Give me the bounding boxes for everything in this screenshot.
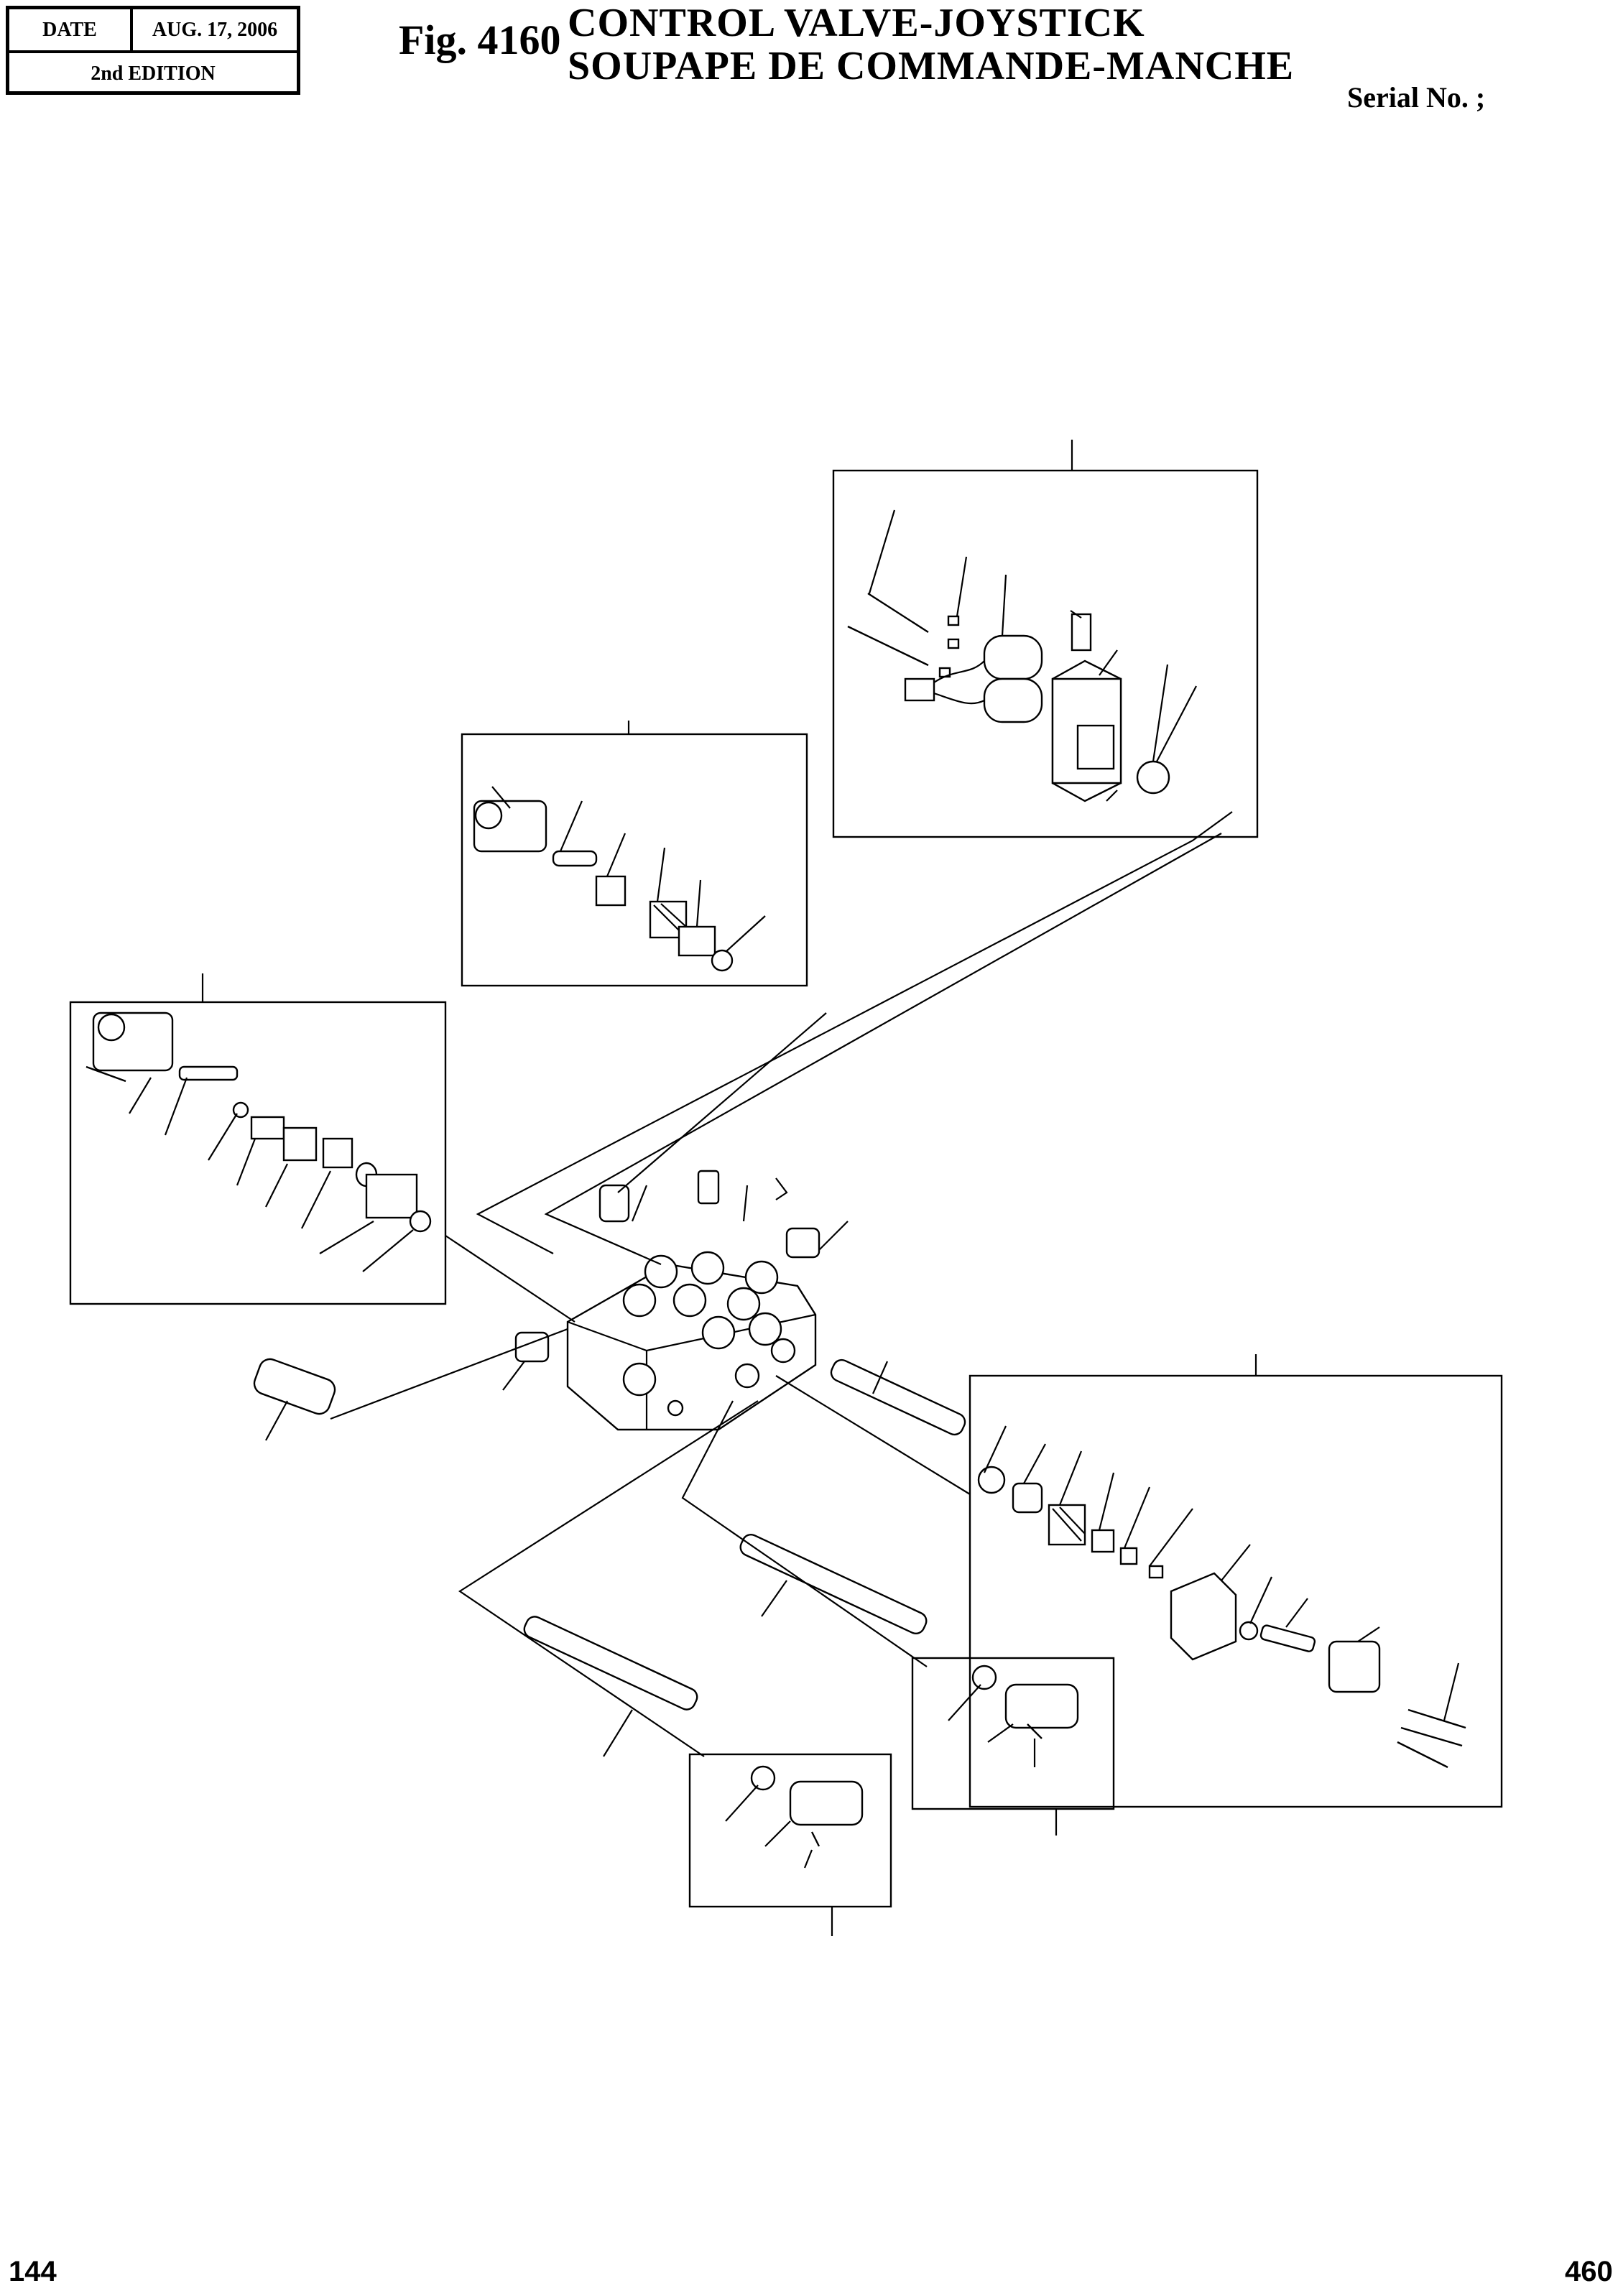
date-label: DATE bbox=[9, 9, 133, 50]
connection-lines bbox=[330, 811, 1233, 1757]
edition-label: 2nd EDITION bbox=[91, 62, 216, 85]
inset-end-cap-lower bbox=[688, 1753, 892, 1936]
inset-relief-valve bbox=[461, 721, 808, 987]
title-french: SOUPAPE DE COMMANDE-MANCHE bbox=[568, 44, 1295, 88]
date-row: DATE AUG. 17, 2006 bbox=[9, 9, 297, 53]
page-number-right: 460 bbox=[1565, 2256, 1613, 2287]
spool-middle bbox=[739, 1533, 928, 1635]
inset-solenoid-group bbox=[832, 440, 1259, 838]
valve-body bbox=[502, 1170, 849, 1431]
date-edition-box: DATE AUG. 17, 2006 2nd EDITION bbox=[6, 6, 300, 95]
edition-row: 2nd EDITION bbox=[9, 53, 297, 94]
figure-number: Fig. 4160 bbox=[399, 17, 561, 63]
inset-spring-cap bbox=[969, 1354, 1503, 1808]
spool-upper bbox=[830, 1358, 966, 1436]
inset-end-cap-middle bbox=[911, 1657, 1115, 1836]
serial-number: Serial No. ; bbox=[1347, 81, 1486, 114]
date-value: AUG. 17, 2006 bbox=[152, 18, 278, 41]
title-english: CONTROL VALVE-JOYSTICK bbox=[568, 1, 1145, 45]
page-number-left: 144 bbox=[9, 2256, 57, 2287]
pressure-sensor bbox=[253, 1358, 336, 1441]
inset-pressure-valve bbox=[69, 973, 447, 1305]
spool-lower bbox=[523, 1616, 698, 1757]
